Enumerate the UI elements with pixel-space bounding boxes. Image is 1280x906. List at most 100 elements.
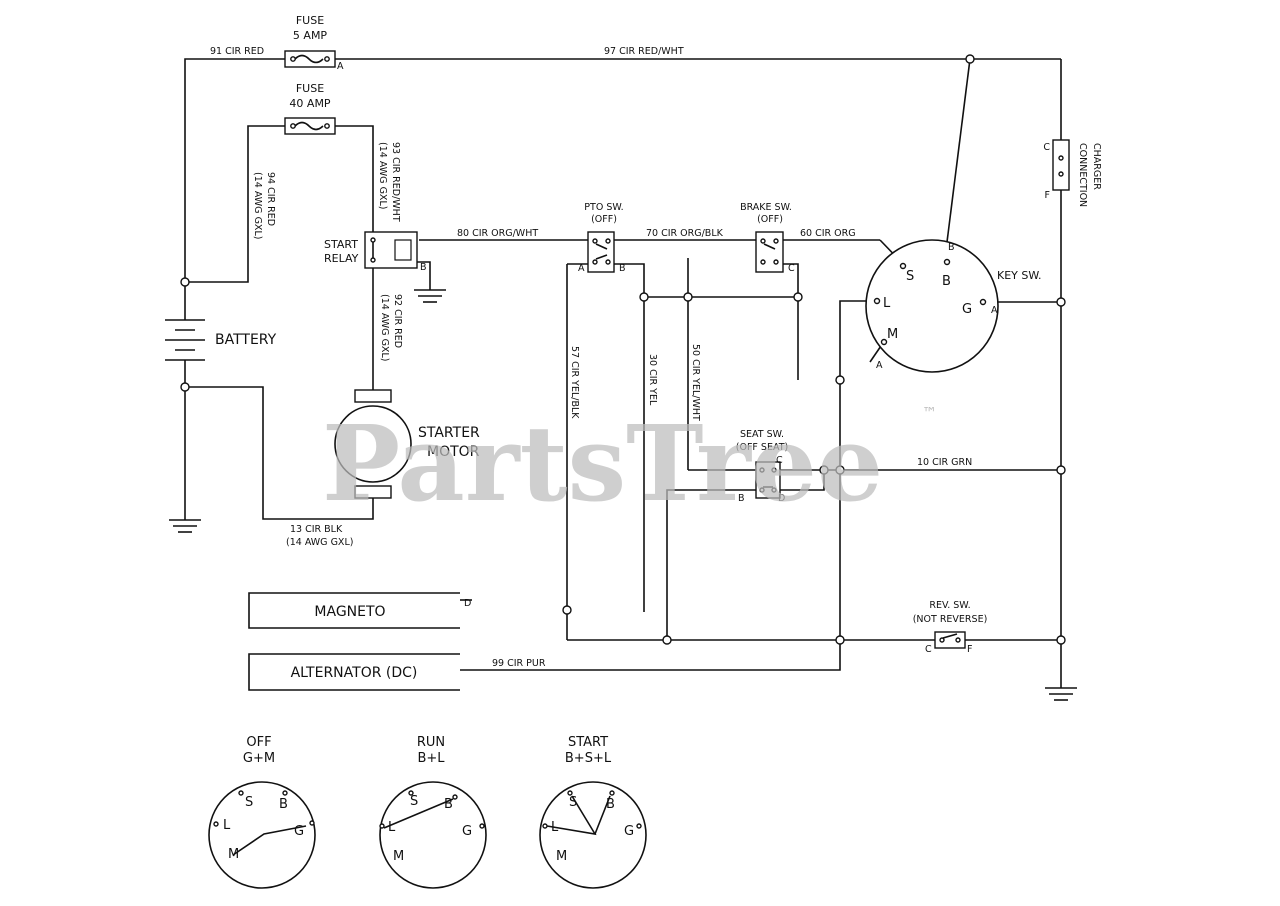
chassis-ground bbox=[1045, 687, 1077, 701]
wire-50: 50 CIR YEL/WHT bbox=[690, 344, 701, 421]
start-m: M bbox=[556, 849, 567, 864]
relay-terminal-b: B bbox=[420, 262, 427, 273]
run-s: S bbox=[410, 794, 418, 809]
key-position-off: OFF G+M S B L G M bbox=[208, 735, 316, 889]
seat-switch: SEAT SW. (OFF SEAT) C B D bbox=[736, 429, 788, 504]
pto-term-b: B bbox=[619, 263, 626, 274]
wire-60: 60 CIR ORG bbox=[800, 228, 856, 239]
magneto-terminal: D bbox=[464, 598, 471, 609]
key-position-run: RUN B+L S B L G M bbox=[379, 735, 487, 889]
brake-title: BRAKE SW. bbox=[740, 202, 792, 213]
pto-title: PTO SW. bbox=[584, 202, 623, 213]
start-b: B bbox=[606, 797, 615, 812]
wire-99: 99 CIR PUR bbox=[492, 658, 546, 669]
seat-term-b: B bbox=[738, 493, 745, 504]
rev-state: (NOT REVERSE) bbox=[913, 614, 988, 625]
key-switch: S B L G M B A A KEY SW. bbox=[865, 239, 1041, 373]
alternator: ALTERNATOR (DC) bbox=[248, 653, 460, 691]
run-b: B bbox=[444, 797, 453, 812]
fuse-40-rating: 40 AMP bbox=[289, 97, 331, 110]
wire-92: 92 CIR RED bbox=[392, 294, 403, 348]
wire-94: 94 CIR RED bbox=[265, 172, 276, 226]
key-lead-b: B bbox=[948, 242, 955, 253]
seat-term-c: C bbox=[776, 455, 783, 466]
starter-label-2: MOTOR bbox=[427, 444, 480, 460]
off-s: S bbox=[245, 795, 253, 810]
run-combo: B+L bbox=[417, 751, 445, 766]
partstree-watermark: PartsTree ™ bbox=[322, 402, 937, 525]
key-term-m: M bbox=[887, 327, 898, 342]
charger-term-f: F bbox=[1045, 190, 1050, 201]
wire-91: 91 CIR RED bbox=[210, 46, 264, 57]
wire-30: 30 CIR YEL bbox=[647, 354, 658, 406]
seat-state: (OFF SEAT) bbox=[736, 442, 788, 453]
seat-term-d: D bbox=[778, 493, 785, 504]
charger-connection: C F CHARGER CONNECTION bbox=[1043, 139, 1102, 207]
start-g: G bbox=[624, 824, 634, 839]
off-title: OFF bbox=[246, 735, 271, 750]
key-title: KEY SW. bbox=[997, 269, 1041, 282]
magneto-label: MAGNETO bbox=[314, 604, 385, 620]
wires bbox=[184, 58, 1062, 688]
reverse-switch: REV. SW. (NOT REVERSE) C F bbox=[913, 600, 988, 655]
run-l: L bbox=[388, 820, 396, 835]
wire-57: 57 CIR YEL/BLK bbox=[569, 346, 580, 419]
pto-term-a: A bbox=[578, 263, 585, 274]
off-b: B bbox=[279, 797, 288, 812]
key-term-b: B bbox=[942, 274, 951, 289]
key-position-start: START B+S+L S B L G M bbox=[539, 735, 647, 889]
watermark-tm: ™ bbox=[922, 404, 937, 422]
run-m: M bbox=[393, 849, 404, 864]
brake-term-c: C bbox=[788, 263, 795, 274]
starter-motor: STARTER MOTOR bbox=[334, 389, 480, 499]
off-combo: G+M bbox=[243, 751, 275, 766]
fuse-40-amp: FUSE 40 AMP bbox=[284, 82, 336, 135]
wire-70: 70 CIR ORG/BLK bbox=[646, 228, 724, 239]
brake-switch: BRAKE SW. (OFF) C bbox=[740, 202, 795, 274]
relay-title-1: START bbox=[324, 238, 358, 251]
key-term-s: S bbox=[906, 269, 914, 284]
junctions bbox=[180, 54, 1066, 645]
key-lead-m-a: A bbox=[876, 360, 883, 371]
start-title: START bbox=[568, 735, 608, 750]
battery-label: BATTERY bbox=[215, 332, 277, 348]
key-term-g: G bbox=[962, 302, 972, 317]
relay-ground bbox=[414, 289, 446, 303]
pto-state: (OFF) bbox=[591, 214, 617, 225]
wire-94-gauge: (14 AWG GXL) bbox=[252, 172, 263, 239]
ground-symbols bbox=[169, 289, 1077, 701]
seat-title: SEAT SW. bbox=[740, 429, 784, 440]
wire-93-gauge: (14 AWG GXL) bbox=[377, 142, 388, 209]
charger-title-1: CHARGER bbox=[1091, 143, 1102, 190]
relay-title-2: RELAY bbox=[324, 252, 359, 265]
fuse-5-title: FUSE bbox=[296, 14, 324, 27]
rev-term-c: C bbox=[925, 644, 932, 655]
starter-label-1: STARTER bbox=[418, 425, 480, 441]
fuse-5-amp: FUSE 5 AMP A bbox=[284, 14, 344, 72]
battery-ground bbox=[169, 519, 201, 533]
rev-title: REV. SW. bbox=[929, 600, 970, 611]
off-l: L bbox=[223, 818, 231, 833]
off-m: M bbox=[228, 847, 239, 862]
charger-term-c: C bbox=[1043, 142, 1050, 153]
key-term-l: L bbox=[883, 296, 891, 311]
wire-labels: 91 CIR RED 97 CIR RED/WHT 93 CIR RED/WHT… bbox=[210, 46, 972, 669]
alternator-label: ALTERNATOR (DC) bbox=[291, 665, 418, 681]
run-g: G bbox=[462, 824, 472, 839]
run-title: RUN bbox=[417, 735, 445, 750]
magneto: MAGNETO D bbox=[248, 592, 471, 629]
start-relay: START RELAY B bbox=[324, 231, 427, 273]
wire-13-gauge: (14 AWG GXL) bbox=[286, 537, 353, 548]
wire-93: 93 CIR RED/WHT bbox=[390, 142, 401, 222]
fuse-5-rating: 5 AMP bbox=[293, 29, 328, 42]
charger-title-2: CONNECTION bbox=[1077, 143, 1088, 207]
fuse-5-terminal: A bbox=[337, 61, 344, 72]
start-l: L bbox=[551, 820, 559, 835]
wire-97: 97 CIR RED/WHT bbox=[604, 46, 684, 57]
rev-term-f: F bbox=[967, 644, 972, 655]
wire-10: 10 CIR GRN bbox=[917, 457, 972, 468]
wire-13: 13 CIR BLK bbox=[290, 524, 343, 535]
fuse-40-title: FUSE bbox=[296, 82, 324, 95]
key-lead-a: A bbox=[991, 305, 998, 316]
wire-80-org-wht: 80 CIR ORG/WHT bbox=[457, 228, 538, 239]
